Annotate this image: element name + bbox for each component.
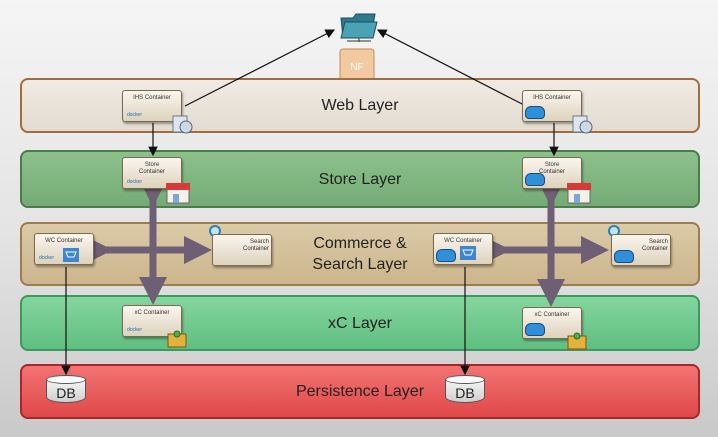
ihs-container-label: IHS Container [133,95,171,101]
db-label: DB [455,385,475,401]
docker-badge: docker [127,112,143,118]
docker-badge: docker [39,255,55,261]
docker-whale-icon [436,249,456,262]
web-layer-label: Web Layer [321,97,399,114]
db-label: DB [56,385,76,401]
storefront-icon [566,182,592,204]
docker-badge: docker [127,327,143,333]
xc-container-right: xC Container [522,307,582,339]
persistence-layer: Persistence Layer [20,364,700,419]
puzzle-icon [566,331,588,351]
network-icon [172,113,194,135]
store-container-left: Store Container docker [122,157,182,189]
search-container-left: Search Container [212,234,272,266]
db-left: DB [46,375,86,405]
network-icon: NF [338,47,376,83]
search-container-label: Search Container [242,239,269,252]
ihs-container-left: IHS Container docker [122,90,182,122]
ihs-container-right: IHS Container [522,90,582,122]
wc-container-right: WC Container [433,233,493,265]
persistence-layer-label: Persistence Layer [295,383,425,400]
commerce-search-layer-label: Commerce & Search Layer [312,235,408,273]
docker-whale-icon [525,323,545,336]
puzzle-icon [166,329,188,349]
store-container-label: Store Container [538,162,565,175]
commerce-search-layer: Commerce & Search Layer [20,222,700,286]
docker-whale-icon [525,106,545,119]
wc-container-label: WC Container [45,238,83,244]
search-container-right: Search Container [611,234,671,266]
shopping-cart-icon [460,246,476,260]
shopping-cart-icon [63,248,79,262]
wc-container-left: WC Container docker [34,233,94,265]
store-container-label: Store Container [138,162,165,175]
xc-layer-label: xC Layer [327,314,393,332]
ihs-container-label: IHS Container [533,95,571,101]
cloud-folder-icon [339,8,379,42]
wc-container-label: WC Container [444,238,482,244]
network-icon [572,113,594,135]
xc-container-left: xC Container docker [122,305,182,337]
storefront-icon [165,182,191,204]
db-cylinder-top [46,375,86,384]
docker-whale-icon [525,173,545,186]
xc-container-label: xC Container [534,312,570,318]
search-container-label: Search Container [641,239,668,252]
docker-whale-icon [614,250,634,263]
xc-container-label: xC Container [134,310,170,316]
db-right: DB [445,375,485,405]
store-layer-label: Store Layer [318,170,402,188]
store-container-right: Store Container [522,157,582,189]
svg-text:NF: NF [350,62,363,73]
docker-badge: docker [127,179,143,185]
db-cylinder-top [445,375,485,384]
